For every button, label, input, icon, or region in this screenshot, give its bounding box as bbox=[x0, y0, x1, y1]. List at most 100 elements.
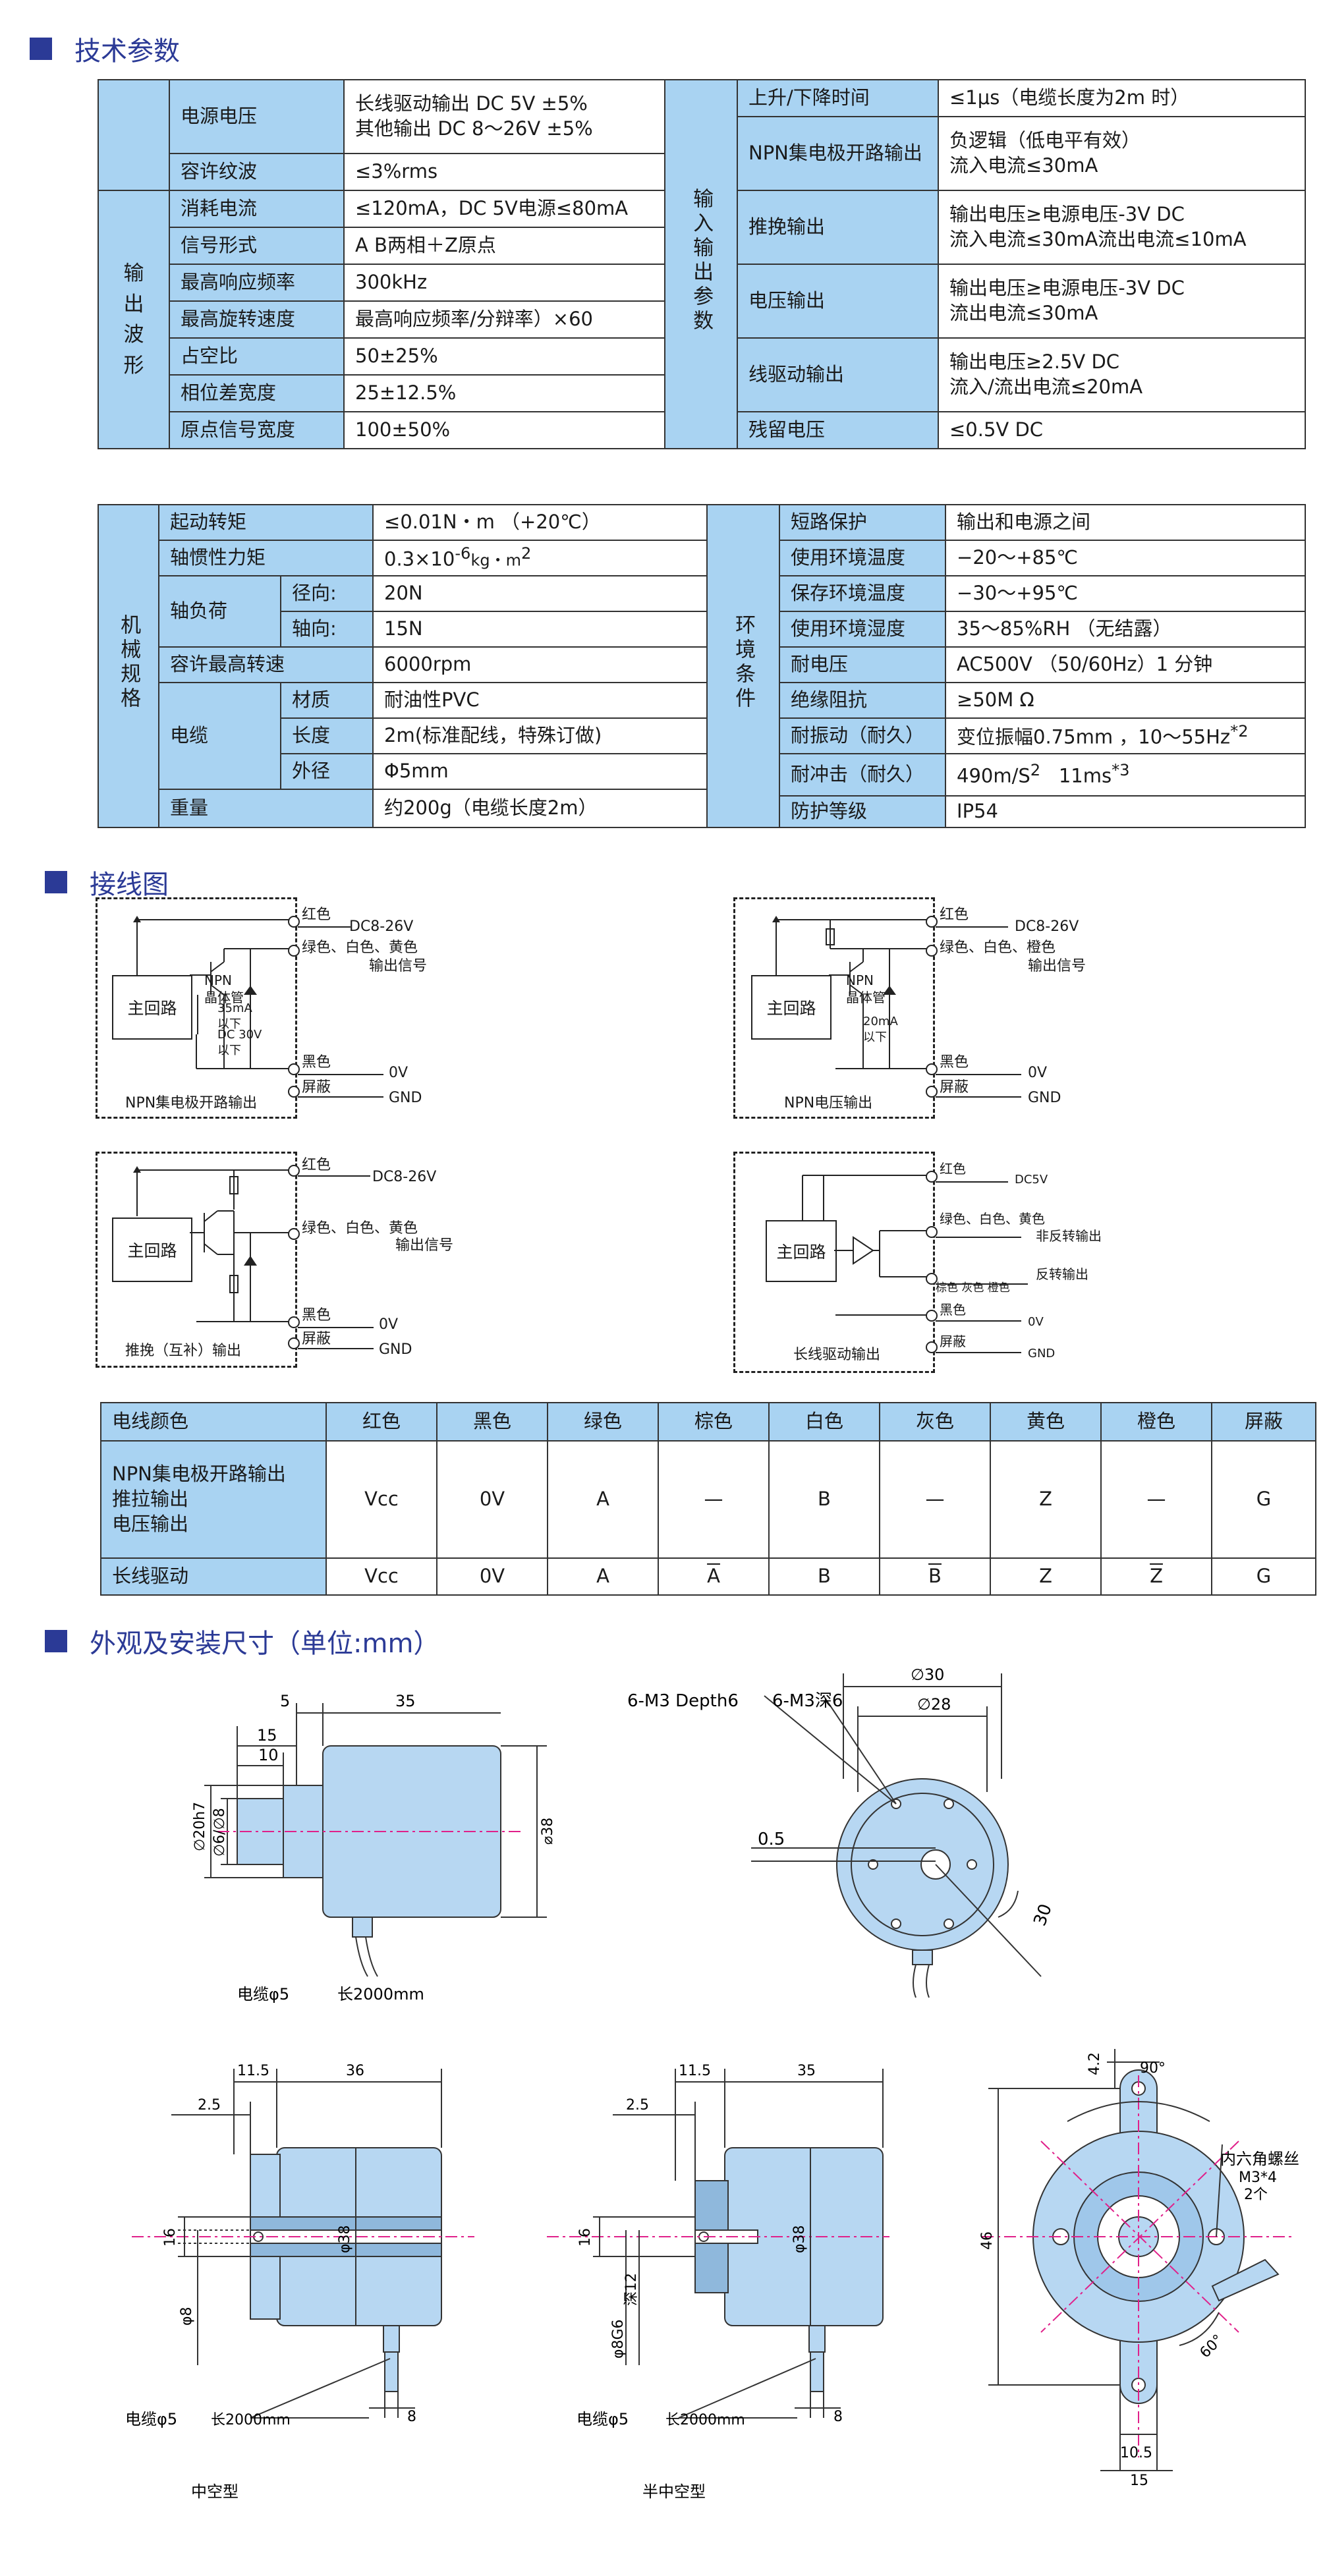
duty-value: 50±25% bbox=[343, 337, 665, 376]
dc30-label: DC 30V bbox=[217, 1028, 262, 1042]
gwo-label: 绿色、白色、橙色 bbox=[940, 939, 1056, 956]
shield-label: 屏蔽 bbox=[940, 1079, 969, 1096]
dc826-label: DC8-26V bbox=[1015, 918, 1079, 935]
group-out: 输出波形 bbox=[98, 190, 170, 449]
wv-value: AC500V （50/60Hz）1 分钟 bbox=[945, 646, 1307, 683]
npn-value: 负逻辑（低电平有效）流入电流≤30mA bbox=[938, 116, 1306, 191]
red-label: 红色 bbox=[940, 907, 969, 923]
red-label: 红色 bbox=[940, 1161, 966, 1177]
vib-value: 变位振幅0.75mm ，10～55Hz*2 bbox=[945, 717, 1307, 754]
section-square-icon bbox=[45, 871, 67, 893]
sig-value: A B两相＋Z原点 bbox=[343, 227, 665, 265]
section-square-icon bbox=[45, 1630, 67, 1652]
section-wiring: 接线图 bbox=[45, 863, 169, 901]
below-label: 以下 bbox=[217, 1017, 241, 1031]
dim-15: 15 bbox=[1130, 2473, 1148, 2489]
two-pcs-label: 2个 bbox=[1244, 2187, 1268, 2203]
power-value: 长线驱动输出 DC 5V ±5%其他输出 DC 8～26V ±5% bbox=[343, 79, 665, 154]
main-circuit-box: 主回路 bbox=[766, 1220, 837, 1282]
dim-a90: 90° bbox=[1140, 2060, 1166, 2077]
wire-cell: B bbox=[768, 1440, 880, 1559]
speed-label: 容许最高转速 bbox=[157, 646, 374, 683]
wire-cell: A bbox=[658, 1557, 770, 1596]
wire-header-cell: 屏蔽 bbox=[1211, 1402, 1316, 1442]
npn-label: NPN集电极开路输出 bbox=[737, 116, 939, 191]
od-value: Φ5mm bbox=[372, 753, 708, 790]
wire-header-cell: 白色 bbox=[768, 1402, 880, 1442]
sig-label: 信号形式 bbox=[169, 227, 345, 265]
dim-a60: 60° bbox=[1197, 2332, 1227, 2361]
m34-label: M3*4 bbox=[1239, 2170, 1277, 2186]
cable-len-label: 长2000mm bbox=[665, 2412, 745, 2428]
group-mech: 机械规格 bbox=[98, 504, 159, 828]
drawing-hollow: 11.5 36 2.5 16 φ38 φ8 8 电缆φ5 长2000mm 中空型 bbox=[125, 2063, 474, 2501]
drawing-hollow-front: 4.2 90° 46 10.5 15 60° 内六角螺丝 M3*4 2个 bbox=[979, 2049, 1299, 2489]
radial-label: 径向: bbox=[279, 575, 374, 612]
dim-phi38: φ38 bbox=[337, 2225, 353, 2253]
dim-phi8: φ8 bbox=[179, 2307, 195, 2326]
dim-d30: ∅30 bbox=[911, 1666, 944, 1684]
section-title: 接线图 bbox=[90, 870, 169, 900]
section-tech: 技术参数 bbox=[30, 30, 180, 68]
mat-value: 耐油性PVC bbox=[372, 682, 708, 719]
phase-value: 25±12.5% bbox=[343, 374, 665, 412]
inertia-value: 0.3×10-6kg・m2 bbox=[372, 540, 708, 576]
drawing-semi-hollow: 11.5 35 2.5 16 φ38 φ8G6 深12 8 电缆φ5 长2000… bbox=[547, 2063, 889, 2501]
dim-35: 35 bbox=[797, 2063, 816, 2079]
black-label: 黑色 bbox=[940, 1054, 969, 1071]
wire-cell: — bbox=[658, 1440, 770, 1559]
linedriver-circuit-svg bbox=[802, 1175, 933, 1316]
cable-label: 电缆φ5 bbox=[237, 1985, 289, 2003]
shield-label: 屏蔽 bbox=[302, 1079, 331, 1096]
pp-label: 推挽输出 bbox=[737, 190, 939, 265]
wire-cell: — bbox=[879, 1440, 991, 1559]
c35-label: 35mA bbox=[217, 1001, 252, 1015]
outsig-label: 输出信号 bbox=[395, 1237, 454, 1254]
red-label: 红色 bbox=[302, 1157, 331, 1173]
main-circuit-box: 主回路 bbox=[112, 1218, 192, 1282]
torque-value: ≤0.01N・m （+20℃） bbox=[372, 504, 708, 541]
od-label: 外径 bbox=[279, 753, 374, 790]
hollow-caption: 中空型 bbox=[191, 2482, 239, 2501]
wire-header-cell: 灰色 bbox=[879, 1402, 991, 1442]
gwy-label: 绿色、白色、黄色 bbox=[940, 1211, 1045, 1227]
inertia-label: 轴惯性力矩 bbox=[157, 540, 374, 576]
black-label: 黑色 bbox=[302, 1307, 331, 1324]
mech-spec-table: 机械规格 起动转矩 ≤0.01N・m （+20℃） 环境条件 短路保护 输出和电… bbox=[98, 504, 1307, 828]
ld-label: 线驱动输出 bbox=[737, 337, 939, 412]
voltage-circuit-svg bbox=[772, 916, 933, 1069]
cable-len-label: 长2000mm bbox=[211, 2412, 291, 2428]
ip-label: 防护等级 bbox=[779, 795, 947, 828]
gnd-label: GND bbox=[1028, 1090, 1061, 1106]
sttemp-value: −30～+95℃ bbox=[945, 575, 1307, 612]
section-title: 外观及安装尺寸（单位:mm） bbox=[90, 1629, 440, 1659]
wire-color-table: 电线颜色红色黑色绿色棕色白色灰色黄色橙色屏蔽 NPN集电极开路输出推拉输出电压输… bbox=[100, 1402, 1316, 1596]
group-env: 环境条件 bbox=[706, 504, 781, 828]
zero-label: 0V bbox=[1028, 1315, 1044, 1329]
freq-value: 300kHz bbox=[343, 264, 665, 302]
dim-16: 16 bbox=[162, 2228, 179, 2247]
shield-label: 屏蔽 bbox=[940, 1333, 966, 1349]
npn-label: NPN bbox=[846, 972, 874, 988]
dim-d38: ⌀38 bbox=[540, 1818, 556, 1845]
dim-46: 46 bbox=[979, 2231, 996, 2250]
dim-d28: ∅28 bbox=[917, 1695, 951, 1714]
blank-group bbox=[98, 79, 170, 191]
main-circuit-box: 主回路 bbox=[751, 975, 832, 1040]
gnd-label: GND bbox=[389, 1090, 422, 1106]
radial-value: 20N bbox=[372, 575, 708, 612]
caption-npn: NPN集电极开路输出 bbox=[125, 1095, 258, 1111]
len-label: 长度 bbox=[279, 717, 374, 754]
dc5-label: DC5V bbox=[1015, 1173, 1048, 1187]
volt-label: 电压输出 bbox=[737, 264, 939, 339]
red-label: 红色 bbox=[302, 907, 331, 923]
wire-header-cell: 黑色 bbox=[436, 1402, 548, 1442]
dim-d20h7: ∅20h7 bbox=[192, 1802, 208, 1851]
pushpull-circuit-svg bbox=[133, 1166, 294, 1322]
wire-cell: G bbox=[1211, 1557, 1316, 1596]
wire-cell: B bbox=[768, 1557, 880, 1596]
res-label: 残留电压 bbox=[737, 411, 939, 449]
section-square-icon bbox=[30, 38, 52, 60]
